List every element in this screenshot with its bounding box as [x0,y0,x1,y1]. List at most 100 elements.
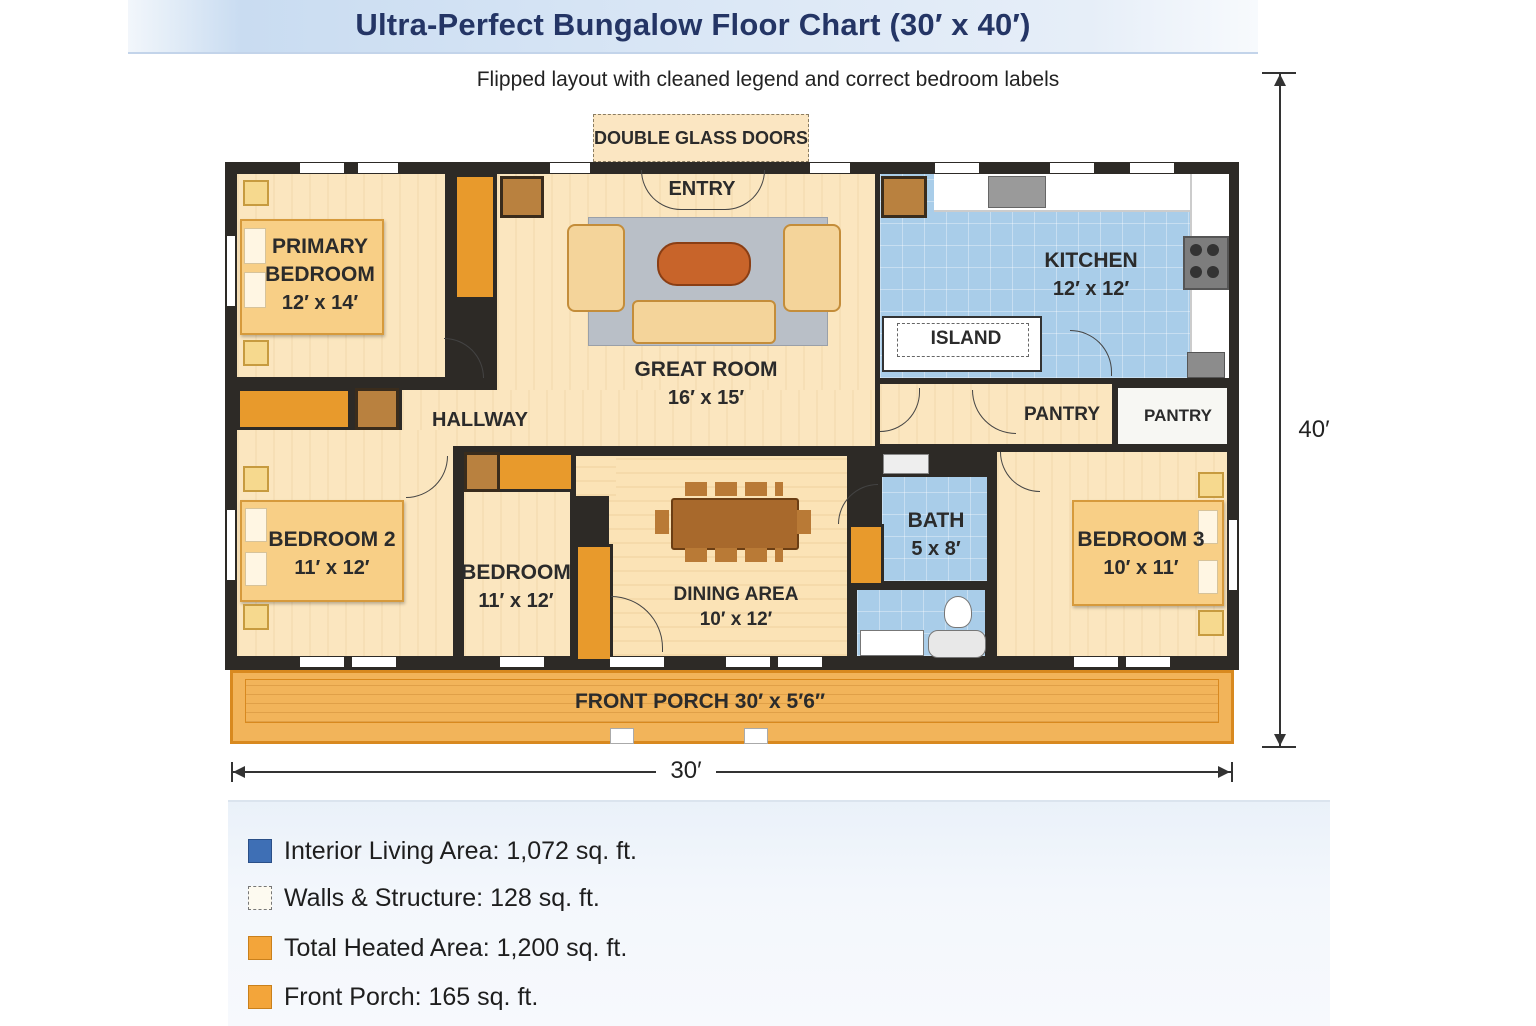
island-label: ISLAND [930,328,1002,349]
hall-cabinet [355,388,399,430]
armchair-right [783,224,841,312]
sofa [632,300,776,344]
hallway-label: HALLWAY [432,409,528,431]
pantry-2-label: PANTRY [1144,406,1212,425]
legend-label: Total Heated Area: 1,200 sq. ft. [284,933,628,962]
dining-chairs-bottom [685,548,783,562]
bedroom-2-nightstand-top [243,466,269,492]
bedroom-3-pillow-bottom [1198,560,1218,594]
legend-swatch-interior [248,839,272,863]
depth-dimension-tick-bottom [1262,746,1296,748]
sink-icon [860,630,924,656]
width-dimension-tick-left [231,762,233,782]
window [300,657,344,667]
legend-item: Interior Living Area: 1,072 sq. ft. [248,836,637,866]
island [882,316,1042,372]
window [810,163,850,173]
bedroom-label: BEDROOM 11′ x 12′ [461,561,571,612]
arrow-down-icon [1274,734,1286,746]
window [935,163,979,173]
dining-chair-right [797,510,811,534]
width-dimension-line [232,771,1232,773]
legend-swatch-heated [248,936,272,960]
linen-closet [237,388,351,430]
window [778,657,822,667]
primary-nightstand-bottom [243,340,269,366]
window [227,236,235,306]
front-porch-label: FRONT PORCH 30′ x 5′6″ [574,690,826,713]
bath-vanity [883,454,929,474]
dining-chair-left [655,510,669,534]
window [1050,163,1094,173]
arrow-left-icon [233,766,245,778]
window [1229,520,1237,590]
window [726,657,770,667]
stove-icon [1183,236,1229,290]
bedroom-2-label: BEDROOM 2 11′ x 12′ [268,528,396,579]
bedroom-2-pillow-bottom [245,552,267,586]
legend-swatch-porch [248,985,272,1009]
bedroom-3-pillow-top [1198,510,1218,544]
bedroom-3-nightstand-top [1198,472,1224,498]
primary-closet [454,174,496,300]
bedroom-2-bed [240,500,404,602]
dining-area-label: DINING AREA 10′ x 12′ [673,584,799,630]
depth-dimension-tick-top [1262,72,1296,74]
page-subtitle: Flipped layout with cleaned legend and c… [476,68,1060,91]
bedroom-3-nightstand-bottom [1198,610,1224,636]
porch-step-left [610,728,634,744]
double-glass-doors-label: DOUBLE GLASS DOORS [593,128,808,148]
bedroom-3-label: BEDROOM 3 10′ x 11′ [1077,528,1205,579]
legend-item: Total Heated Area: 1,200 sq. ft. [248,933,627,963]
bath-closet [848,524,884,586]
bath-label: BATH 5 x 8′ [907,509,965,560]
hallway-floor [402,390,875,446]
window [300,163,344,173]
dining-lower-floor [576,456,616,496]
window [358,163,398,173]
arrow-right-icon [1218,766,1230,778]
dining-chairs-top [685,482,783,496]
kitchen-sink [988,176,1046,208]
primary-nightstand-top [243,180,269,206]
bedroom-floor [464,490,570,656]
legend: Interior Living Area: 1,072 sq. ft. Wall… [228,800,1330,1026]
bath-floor [882,477,987,581]
pantry-2-floor [1118,388,1227,444]
entry-label: ENTRY [668,178,736,200]
fridge-icon [1187,352,1225,378]
double-glass-doors [593,114,809,162]
depth-dimension-label: 40′ [1298,416,1330,443]
bedroom-cabinet [464,452,500,492]
width-dimension-tick-right [1231,762,1233,782]
bathtub-icon [928,630,986,658]
window [550,163,590,173]
front-porch [230,670,1234,744]
great-room-cabinet [500,176,544,218]
window [1126,657,1170,667]
legend-item: Front Porch: 165 sq. ft. [248,982,538,1012]
window [1130,163,1174,173]
primary-pillow-bottom [244,272,266,308]
width-dimension-label: 30′ [656,757,716,785]
window [500,657,544,667]
window [227,510,235,580]
kitchen-cabinet [881,176,927,218]
dining-table [671,498,799,550]
legend-label: Interior Living Area: 1,072 sq. ft. [284,836,637,865]
bedroom-closet-side [575,544,613,662]
coffee-table [657,242,751,286]
window [610,657,664,667]
porch-step-right [744,728,768,744]
legend-label: Front Porch: 165 sq. ft. [284,982,539,1011]
kitchen-counter-top [934,174,1227,212]
arrow-up-icon [1274,74,1286,86]
page-title: Ultra-Perfect Bungalow Floor Chart (30′ … [355,7,1031,42]
window [1074,657,1118,667]
armchair-left [567,224,625,312]
bedroom-2-pillow-top [245,508,267,542]
legend-item: Walls & Structure: 128 sq. ft. [248,883,600,913]
island-inner [897,323,1029,357]
window [352,657,396,667]
title-bar: Ultra-Perfect Bungalow Floor Chart (30′ … [128,0,1258,54]
